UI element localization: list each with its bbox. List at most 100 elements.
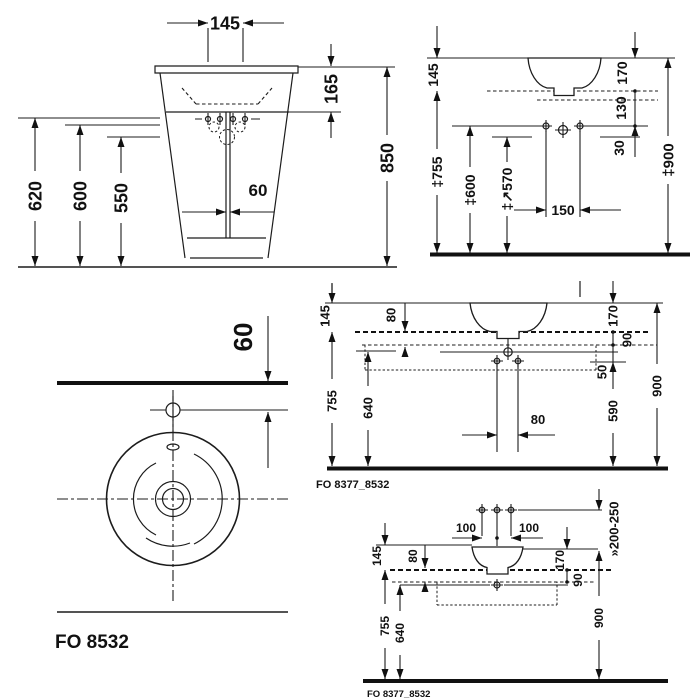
product-code: FO 8532: [55, 632, 129, 653]
fixing-holes: [195, 113, 260, 145]
dim-label-145: 145: [370, 546, 384, 566]
dim-label-30: 30: [611, 140, 627, 156]
dim-label-600: ‡600: [462, 174, 478, 205]
dim-height-600: 600: [65, 124, 160, 266]
wall-view: 150 145 ‡755 ‡600 ‡↗570 170: [425, 26, 690, 297]
dim-label-170: 170: [553, 550, 567, 570]
basin-rim: [154, 65, 299, 74]
pedestal-sides: [159, 72, 294, 259]
dim-label-550: 550: [111, 183, 131, 213]
dim-label-145: 145: [210, 13, 240, 33]
hidden-basin-contour: [181, 87, 273, 105]
dim-drain-offset: 60: [182, 181, 274, 216]
dim-basin-depth-170: 170: [614, 32, 639, 93]
dim-label-80h: 80: [531, 412, 545, 427]
pedestal-base: [187, 237, 266, 259]
dim-label-150: 150: [551, 202, 575, 218]
dim-label-60: 60: [249, 181, 268, 200]
dim-basin-above-console: 145: [370, 523, 389, 566]
dim-label-130: 130: [613, 96, 629, 120]
dim-console-height: 755: [325, 332, 340, 466]
dim-label-590: 590: [606, 400, 621, 422]
furniture-outline: [436, 582, 558, 606]
dim-label-100-right: 100: [519, 521, 539, 535]
dim-recess-80: 80: [406, 545, 429, 592]
dim-label-80v: 80: [384, 308, 399, 322]
dim-height-620: 620: [18, 117, 160, 266]
furniture-outline: [364, 345, 597, 371]
console-view-bottom: 100 100 »200-250 145 755 80: [363, 489, 668, 700]
wall-fixing-holes: [540, 120, 586, 138]
dim-offset-30: 30: [611, 126, 639, 157]
dim-label-170: 170: [606, 305, 621, 327]
fixing-hole: [400, 579, 568, 591]
dim-fixing-600: ‡600: [462, 126, 478, 253]
dim-label-60: 60: [228, 323, 258, 352]
dim-basin-depth: 170: [553, 527, 571, 572]
dim-label-755: 755: [325, 390, 340, 412]
dim-fixing-spacing-80: 80: [462, 412, 555, 439]
dim-offset-90: 90: [611, 332, 635, 347]
dim-label-80: 80: [406, 549, 420, 563]
dim-console-height: ‡755: [429, 91, 445, 253]
dim-label-600: 600: [70, 181, 90, 211]
dim-tap-to-wall: 60: [228, 316, 272, 468]
dim-height-590: 590: [606, 362, 621, 466]
dim-label-145: 145: [425, 63, 441, 87]
dim-tap-platform-width: 145: [167, 13, 284, 62]
dim-label-90: 90: [620, 333, 635, 347]
front-view: 145 165 850 620 600: [18, 13, 397, 297]
dim-label-100-left: 100: [456, 521, 476, 535]
spacing-extension-lines: [496, 365, 519, 452]
dim-tap-outlet-range: »200-250: [595, 489, 622, 557]
vessel-basin-outline: [469, 302, 548, 340]
dim-fixing-spacing: 150: [506, 131, 621, 218]
dim-label-755: ‡755: [429, 156, 445, 187]
dim-basin-above-console: 145: [425, 26, 441, 87]
dim-label-620: 620: [25, 181, 45, 211]
dim-tap-spacing: 100 100: [452, 521, 543, 542]
tap-extension-lines: [481, 516, 512, 546]
vessel-basin-outline: [527, 57, 602, 97]
dim-offset-90: 90: [565, 570, 585, 587]
dim-basin-above-console: 145: [318, 284, 336, 327]
dim-label-755: 755: [378, 616, 392, 636]
dim-label-640: 640: [393, 623, 407, 643]
dim-rim-height: ‡900: [659, 58, 677, 253]
console-view: 80 145 755 80 640 170 90: [316, 281, 668, 491]
dim-fixing-570: ‡↗570: [499, 137, 515, 253]
vessel-basin-outline: [471, 546, 524, 575]
dim-label-850: 850: [377, 143, 397, 173]
bowl-contour-bottom: [145, 537, 191, 547]
tap-hole: [150, 396, 288, 433]
dim-label-200-250: »200-250: [607, 502, 622, 557]
dim-label-165: 165: [321, 74, 341, 104]
product-code: FO 8377_8532: [367, 689, 430, 700]
dim-offset-50: 50: [590, 345, 626, 379]
plan-view: 60 FO 8532: [55, 316, 290, 653]
dim-label-570: ‡↗570: [499, 167, 515, 210]
dim-label-900: ‡900: [660, 143, 677, 176]
dim-label-170: 170: [614, 61, 630, 85]
dim-console-height: 755: [378, 570, 392, 679]
dim-label-900: 900: [592, 608, 606, 628]
dim-rim-height: 900: [650, 303, 665, 466]
dim-label-900: 900: [650, 375, 665, 397]
wall-tap-holes: [476, 504, 517, 516]
product-code: FO 8377_8532: [316, 479, 389, 491]
dim-offset-130: 130: [613, 91, 637, 128]
drain-pipe: [225, 112, 231, 238]
dim-fixing-height: 640: [361, 352, 376, 466]
dim-label-145: 145: [318, 305, 333, 327]
dim-rim-to-shelf: 165: [289, 44, 395, 138]
dim-total-height: 850: [377, 67, 397, 266]
dim-height-550: 550: [107, 136, 160, 266]
dim-recess-80: 80: [384, 303, 409, 357]
fixing-holes: [491, 344, 524, 367]
dim-basin-depth: 170: [606, 281, 621, 334]
rim-reference-line: [376, 544, 598, 550]
dim-rim-height: 900: [592, 551, 606, 679]
dim-label-50: 50: [595, 365, 610, 379]
dim-fixing-height: 640: [393, 585, 407, 679]
